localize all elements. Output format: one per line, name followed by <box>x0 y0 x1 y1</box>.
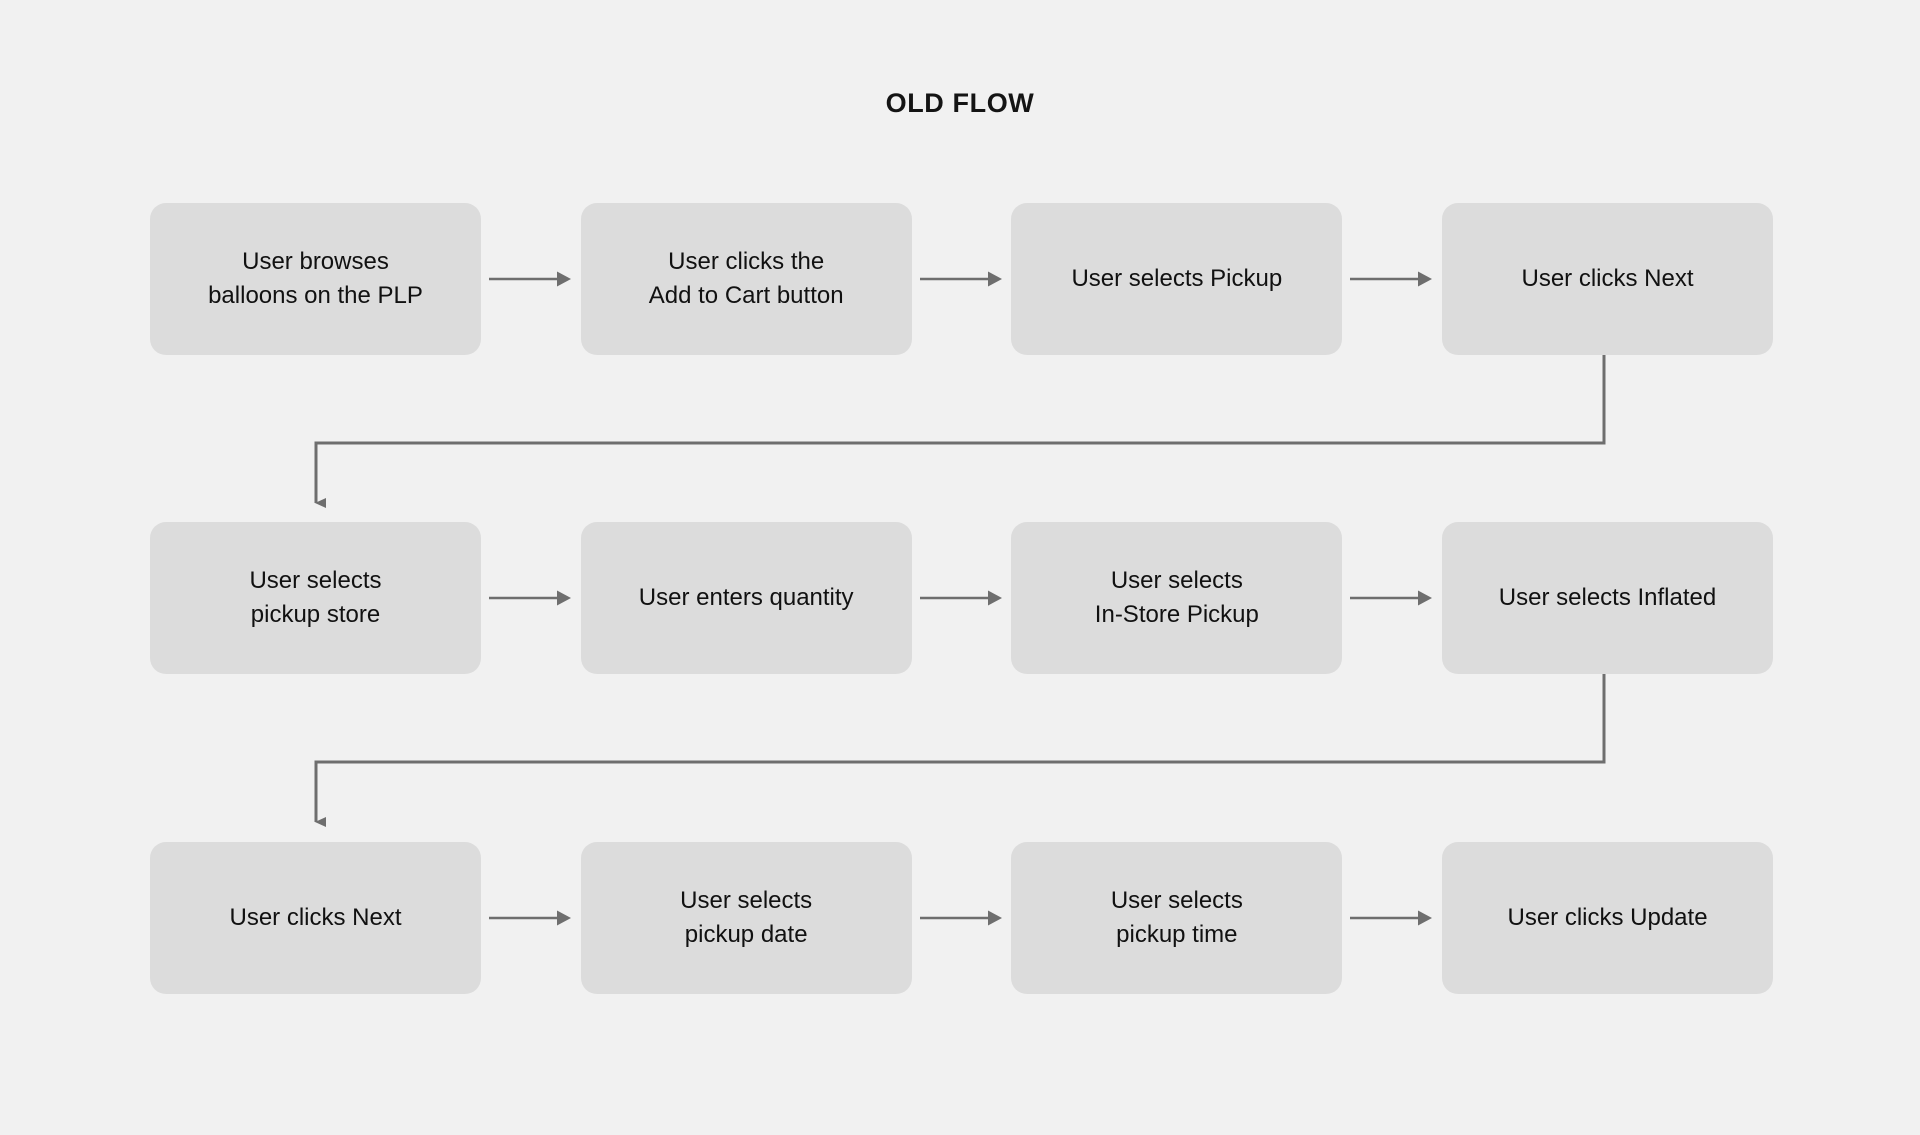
arrow-node7-to-node8 <box>1342 586 1442 610</box>
flow-node-user-clicks-next-1[interactable]: User clicks Next <box>1442 203 1774 355</box>
flow-node-label: User selects pickup store <box>249 566 382 628</box>
arrow-node2-to-node3 <box>912 267 1012 291</box>
flow-node-label: User clicks Next <box>229 903 402 931</box>
flow-node-user-selects-pickup-date[interactable]: User selects pickup date <box>580 842 912 994</box>
flow-node-user-clicks-next-2[interactable]: User clicks Next <box>150 842 481 994</box>
flow-node-label: User selects In-Store Pickup <box>1094 566 1259 628</box>
flow-node-user-selects-pickup-store[interactable]: User selects pickup store <box>150 522 481 674</box>
arrow-node1-to-node2 <box>481 267 581 291</box>
flow-node-user-selects-pickup[interactable]: User selects Pickup <box>1011 203 1343 355</box>
flow-node-label: User enters quantity <box>638 583 854 611</box>
flow-row-1: User browses balloons on the PLP User cl… <box>150 203 1774 355</box>
arrow-node5-to-node6 <box>481 586 581 610</box>
flow-row-3: User clicks Next User selects pickup dat… <box>150 842 1774 994</box>
flow-row-2: User selects pickup store User enters qu… <box>150 522 1774 674</box>
connector-row1-to-row2 <box>314 355 1606 508</box>
flow-node-user-selects-inflated[interactable]: User selects Inflated <box>1442 522 1774 674</box>
flow-node-user-browses-plp[interactable]: User browses balloons on the PLP <box>150 203 481 355</box>
flow-node-user-selects-pickup-time[interactable]: User selects pickup time <box>1011 842 1343 994</box>
flow-node-label: User selects Inflated <box>1498 583 1717 611</box>
flow-node-user-clicks-add-to-cart[interactable]: User clicks the Add to Cart button <box>580 203 912 355</box>
flow-node-label: User selects Pickup <box>1071 264 1283 292</box>
page-title: OLD FLOW <box>885 88 1035 118</box>
flow-node-label: User selects pickup time <box>1110 886 1243 948</box>
flow-node-user-clicks-update[interactable]: User clicks Update <box>1442 842 1774 994</box>
flow-node-user-enters-quantity[interactable]: User enters quantity <box>580 522 912 674</box>
arrow-node9-to-node10 <box>481 906 581 930</box>
flow-node-label: User browses balloons on the PLP <box>208 247 423 309</box>
flow-node-user-selects-in-store-pickup[interactable]: User selects In-Store Pickup <box>1011 522 1343 674</box>
arrow-node11-to-node12 <box>1342 906 1442 930</box>
arrow-node3-to-node4 <box>1342 267 1442 291</box>
arrow-node6-to-node7 <box>912 586 1012 610</box>
flow-node-label: User clicks Next <box>1521 264 1694 292</box>
flow-node-label: User selects pickup date <box>680 886 813 948</box>
flow-node-label: User clicks Update <box>1507 903 1708 931</box>
flow-node-label: User clicks the Add to Cart button <box>648 247 844 309</box>
arrow-node10-to-node11 <box>912 906 1012 930</box>
connector-row2-to-row3 <box>314 674 1606 827</box>
